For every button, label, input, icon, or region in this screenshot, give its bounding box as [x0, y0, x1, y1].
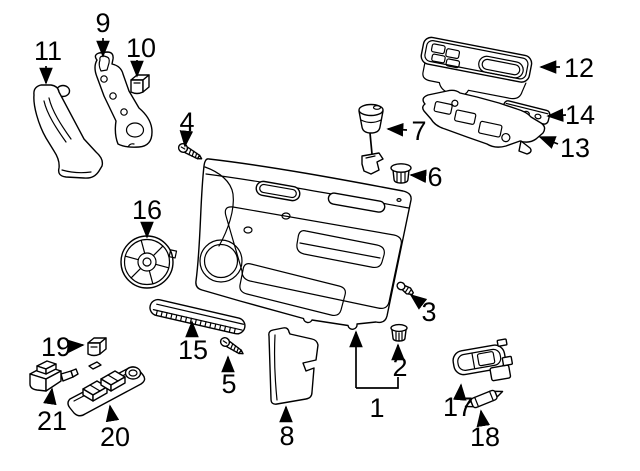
- callout-arrow-19: [67, 339, 85, 354]
- retainer-clip-drawing: [130, 74, 150, 95]
- callout-label-14[interactable]: 14: [565, 100, 595, 130]
- callout-label-19[interactable]: 19: [41, 332, 71, 362]
- callout-arrows: [39, 38, 567, 428]
- callout-label-5[interactable]: 5: [221, 369, 236, 399]
- speaker-drawing: [120, 235, 178, 289]
- lock-knob-drawing: [358, 103, 384, 175]
- callout-label-8[interactable]: 8: [279, 421, 294, 451]
- switch-housing-drawing: [422, 89, 546, 155]
- callout-arrow-18: [476, 409, 491, 428]
- callout-label-20[interactable]: 20: [100, 422, 130, 452]
- callout-labels: 9 11 10 4 16 7 6 12 14 13 3 2 1 15 5 8 1…: [34, 8, 595, 452]
- grommet-lower-drawing: [390, 323, 408, 342]
- sill-trim-strip-drawing: [149, 298, 246, 335]
- callout-arrow-20: [105, 404, 120, 423]
- callout-label-12[interactable]: 12: [564, 53, 594, 83]
- callout-arrow-4: [179, 130, 194, 148]
- door-trim-panel-drawing: [195, 158, 412, 331]
- callout-label-17[interactable]: 17: [443, 392, 473, 422]
- callout-arrow-7: [386, 123, 408, 137]
- pull-handle-bracket-drawing: [94, 51, 153, 148]
- single-switch-drawing: [29, 360, 79, 392]
- festoon-bulb-drawing: [464, 389, 504, 409]
- callout-arrow-14: [546, 108, 567, 122]
- callout-label-7[interactable]: 7: [411, 116, 426, 146]
- callout-label-18[interactable]: 18: [470, 422, 500, 452]
- callout-arrow-6: [409, 169, 427, 183]
- screw-lower-drawing: [219, 337, 244, 355]
- callout-label-3[interactable]: 3: [421, 297, 436, 327]
- storage-pocket-drawing: [268, 327, 319, 405]
- callout-label-6[interactable]: 6: [427, 162, 442, 192]
- callout-label-4[interactable]: 4: [179, 107, 194, 137]
- window-switch-cluster-drawing: [67, 361, 146, 417]
- callout-label-16[interactable]: 16: [132, 195, 162, 225]
- callout-bracket-1: [356, 377, 399, 389]
- callout-label-21[interactable]: 21: [37, 406, 67, 436]
- callout-label-11[interactable]: 11: [34, 36, 62, 66]
- small-clip-drawing: [87, 337, 107, 357]
- callout-arrow-17: [452, 383, 467, 401]
- upper-trim-slot: [327, 192, 386, 213]
- callout-arrow-13: [538, 136, 559, 149]
- courtesy-lamp-drawing: [452, 338, 514, 382]
- callout-label-2[interactable]: 2: [392, 352, 407, 382]
- screw-upper-drawing: [177, 143, 203, 160]
- push-rivet-clip-drawing: [396, 281, 414, 296]
- handle-recess-slot: [255, 180, 301, 202]
- callout-label-10[interactable]: 10: [126, 33, 156, 63]
- callout-label-13[interactable]: 13: [560, 133, 590, 163]
- grommet-upper-drawing: [390, 163, 412, 184]
- callout-label-1[interactable]: 1: [369, 393, 384, 423]
- callout-arrow-21: [43, 387, 57, 406]
- armrest-handle-cover-drawing: [33, 84, 104, 179]
- callout-label-9[interactable]: 9: [95, 8, 110, 38]
- callout-label-15[interactable]: 15: [178, 335, 208, 365]
- callout-arrow-3: [409, 293, 428, 310]
